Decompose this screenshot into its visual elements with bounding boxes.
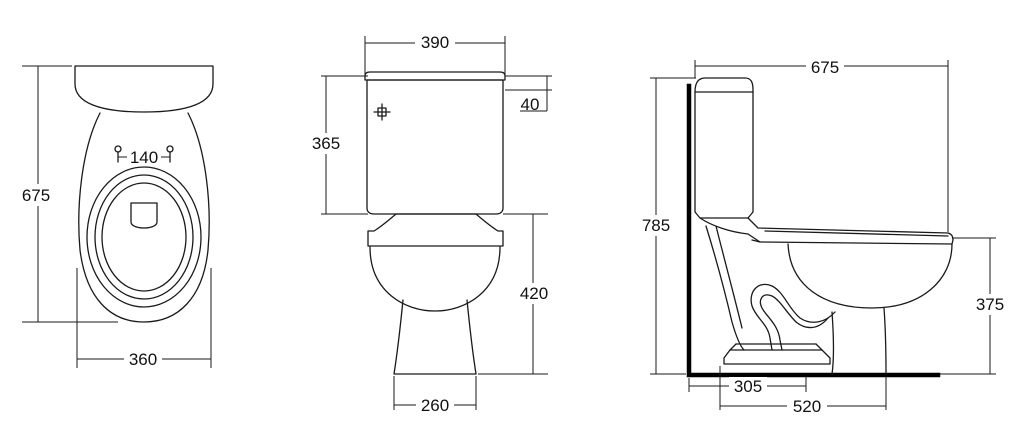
top-cistern (74, 65, 214, 113)
dim-side-outlet: 305 (734, 377, 762, 396)
top-seat-ring (86, 166, 202, 308)
dim-side-base: 520 (793, 397, 821, 416)
dim-fixing-centres: 140 (130, 148, 158, 167)
side-pan-top (747, 217, 954, 245)
side-wall-and-floor (686, 83, 941, 378)
side-outlet (723, 349, 831, 365)
side-cistern (694, 77, 754, 219)
flush-button-icon (373, 103, 391, 121)
side-cistern-foot (699, 217, 761, 243)
dim-front-lid: 40 (521, 95, 540, 114)
top-view: 140 675 360 (18, 65, 214, 369)
dim-side-projection-line (694, 60, 949, 232)
front-view: 390 365 40 420 (306, 32, 554, 415)
front-bowl (369, 246, 501, 312)
top-bowl-opening (101, 182, 187, 292)
dim-side-height: 785 (642, 216, 670, 235)
dim-side-pan-height: 375 (976, 295, 1004, 314)
front-pedestal (393, 299, 477, 375)
top-pan-outline (78, 112, 210, 323)
side-bowl-front (787, 243, 953, 309)
front-cistern-body (366, 79, 504, 215)
side-pedestal (831, 307, 887, 375)
dim-top-length: 675 (22, 186, 50, 205)
dim-front-cistern-height: 365 (312, 134, 340, 153)
front-cistern-lid (364, 71, 506, 81)
dim-front-seat-height: 420 (520, 284, 548, 303)
front-seat (367, 213, 504, 247)
dim-front-lid-line (505, 75, 552, 112)
side-view: 675 785 375 305 (636, 57, 1010, 416)
top-seat-lug (130, 202, 158, 229)
top-seat-inner (94, 174, 194, 300)
dim-side-projection: 675 (811, 58, 839, 77)
side-trapway (750, 283, 836, 351)
dim-front-base: 260 (421, 396, 449, 415)
dim-front-cistern-width: 390 (421, 33, 449, 52)
side-pan-back (705, 225, 745, 351)
dim-top-width: 360 (129, 350, 157, 369)
